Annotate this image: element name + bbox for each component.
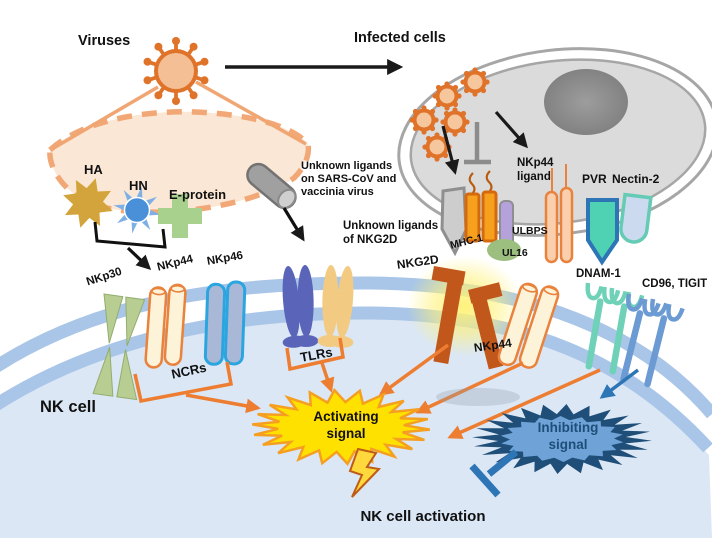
virus-icon bbox=[143, 37, 209, 105]
unknown-nkg2d-label: Unknown ligands of NKG2D bbox=[343, 220, 439, 246]
arrow-dnam1-to-activating bbox=[447, 368, 601, 439]
e-protein-cross-icon bbox=[158, 194, 202, 238]
unknown-ligand-capsule-icon bbox=[246, 162, 297, 210]
pvr-molecule bbox=[586, 198, 619, 266]
arrow-cd96-to-inhibiting bbox=[599, 368, 640, 399]
ncrs-bracket bbox=[133, 361, 234, 404]
arrow-tlrs-to-activating bbox=[320, 362, 335, 393]
inhibition-bar-mhc1 bbox=[464, 122, 491, 165]
nkg2d-receptor bbox=[431, 266, 504, 370]
bracket-viral-proteins bbox=[93, 221, 167, 249]
arrow-nkg2d-to-activating bbox=[378, 343, 450, 396]
activating-signal-label: Activating signal bbox=[313, 409, 379, 441]
nkp44-ligand-molecule bbox=[544, 164, 574, 264]
nectin2-molecule bbox=[619, 192, 653, 244]
nkp30-receptor bbox=[92, 293, 146, 401]
arrow-capsule-to-tlrs bbox=[282, 207, 305, 242]
nk-cell-label: NK cell bbox=[40, 398, 96, 416]
inhibiting-signal-label: Inhibiting signal bbox=[537, 420, 599, 452]
arrow-virus-to-unknown-ligand bbox=[441, 125, 460, 175]
ul16-label: UL16 bbox=[502, 247, 528, 259]
arrow-virus-to-nkp44-ligand bbox=[494, 110, 528, 149]
shadow-smudge bbox=[436, 388, 520, 406]
magnifier-line-left bbox=[51, 85, 159, 151]
hn-label: HN bbox=[129, 178, 148, 193]
nkp44-ligand-label: NKp44 ligand bbox=[517, 157, 554, 183]
viruses-label: Viruses bbox=[78, 33, 131, 49]
tlr-receptors bbox=[282, 264, 354, 348]
inhibition-bar-icon bbox=[469, 449, 519, 498]
hn-sun-icon bbox=[113, 186, 161, 234]
tlrs-bracket bbox=[285, 337, 345, 372]
arrow-nkp44-to-activating bbox=[415, 361, 524, 414]
arrow-viral-proteins-to-nkp44 bbox=[126, 246, 152, 271]
lightning-bolt-icon bbox=[348, 447, 382, 498]
dnam1-label: DNAM-1 bbox=[576, 268, 621, 280]
nucleus-shape bbox=[544, 69, 628, 135]
inhibiting-starburst-inner bbox=[500, 416, 624, 462]
unknown-sars-label: Unknown ligands on SARS-CoV and vaccinia… bbox=[301, 160, 397, 198]
unknown-ligand-pentagon-icon bbox=[440, 186, 468, 257]
ha-label: HA bbox=[84, 162, 103, 177]
ulbps-label: ULBPS bbox=[512, 225, 548, 237]
arrow-ncrs-to-activating bbox=[185, 393, 261, 414]
infected-cell bbox=[397, 47, 712, 237]
signal-arrows bbox=[133, 337, 601, 439]
nkp44-receptor-ncr bbox=[144, 283, 187, 369]
infected-cells-label: Infected cells bbox=[354, 30, 446, 46]
mhc1-molecule bbox=[464, 170, 498, 243]
cd96-tigit-receptor bbox=[620, 293, 685, 388]
virus-particles bbox=[409, 67, 490, 162]
nkp44-receptor-mid bbox=[497, 282, 560, 369]
magnifier-line-right bbox=[195, 80, 307, 146]
ul16-molecule bbox=[487, 239, 521, 261]
ha-star-icon bbox=[63, 178, 113, 228]
nk-cell-activation-label: NK cell activation bbox=[360, 508, 486, 525]
nkp46-receptor bbox=[203, 280, 247, 366]
pvr-label: PVR bbox=[582, 172, 607, 186]
e-protein-label: E-protein bbox=[169, 187, 227, 202]
nectin2-label: Nectin-2 bbox=[612, 172, 660, 186]
cd96-tigit-label: CD96, TIGIT bbox=[642, 278, 708, 290]
